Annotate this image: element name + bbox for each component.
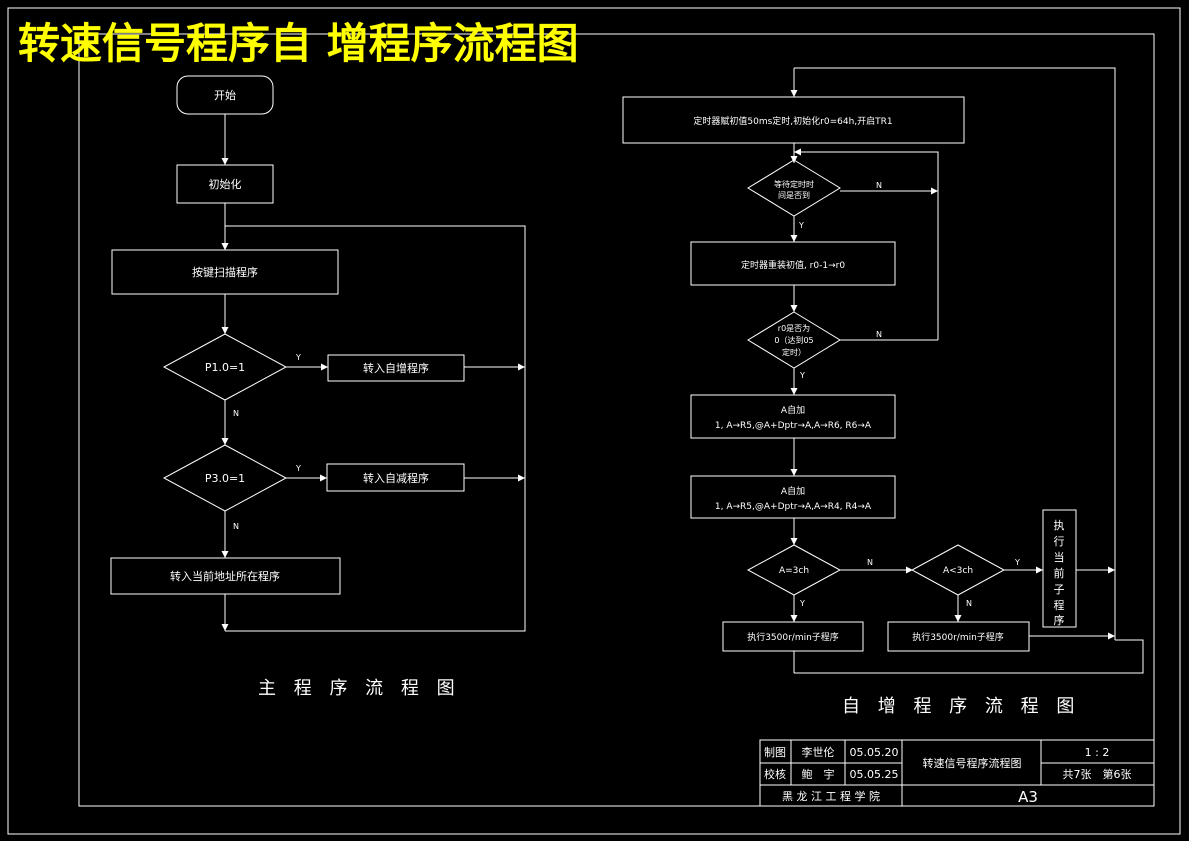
a-inc1-box — [690, 394, 896, 439]
r0-label-2: 0（达到05 — [774, 335, 813, 345]
reload-box — [690, 241, 896, 286]
go-inc-box — [327, 354, 465, 382]
cmp-lt-yes-flag: Y — [1014, 558, 1020, 567]
exec-current-char-2: 行 — [1054, 535, 1065, 548]
outer-loop-line — [794, 67, 1116, 640]
tb-drawn-label: 制图 — [764, 746, 786, 759]
cond1-yes-flag: Y — [295, 353, 301, 362]
start-label: 开始 — [214, 88, 236, 102]
tb-drawn-date: 05.05.20 — [850, 746, 899, 759]
inner-frame — [78, 33, 1155, 807]
tb-check-name: 鲍 宇 — [802, 767, 835, 781]
a-inc1-label-2: 1, A→R5,@A+Dptr→A,A→R6, R6→A — [715, 421, 872, 431]
exec-current-box — [1042, 509, 1077, 628]
tb-school: 黑 龙 江 工 程 学 院 — [782, 789, 880, 803]
a-inc2-box — [690, 475, 896, 519]
cond2-no-flag: N — [233, 522, 239, 531]
exec1-label: 执行3500r/min子程序 — [747, 631, 839, 643]
cond1-no-flag: N — [233, 409, 239, 418]
wait-no-flag: N — [876, 181, 882, 190]
cmp-lt-no-flag: N — [966, 599, 972, 608]
go-inc-label: 转入自增程序 — [363, 361, 429, 375]
outer-frame — [7, 7, 1181, 835]
cmp-eq-no-flag: N — [867, 558, 873, 567]
loop-back-line — [225, 225, 526, 632]
increment-flowchart: 定时器赋初值50ms定时,初始化r0=64h,开启TR1 等待定时时 间是否到 … — [622, 67, 1144, 717]
exec2-label: 执行3500r/min子程序 — [912, 631, 1004, 643]
a-inc1-label-1: A自加 — [781, 404, 805, 416]
tb-size: A3 — [1018, 788, 1038, 806]
exec-current-char-1: 执 — [1054, 518, 1065, 532]
main-flowchart: 开始 初始化 按键扫描程序 P1.0=1 Y 转入自增程序 N P3.0=1 Y… — [110, 75, 526, 699]
cmp-eq-yes-flag: Y — [799, 599, 805, 608]
exec-current-char-3: 当 — [1054, 550, 1065, 564]
scan-label: 按键扫描程序 — [192, 265, 258, 279]
tb-drawn-name: 李世伦 — [802, 745, 835, 759]
bottom-return-line — [794, 639, 1144, 674]
init-label: 初始化 — [209, 177, 242, 191]
r0-label-1: r0是否为 — [778, 323, 810, 333]
reload-label: 定时器重装初值, r0-1→r0 — [741, 259, 845, 271]
inc-caption: 自 增 程 序 流 程 图 — [842, 696, 1080, 717]
cmp-eq-label: A=3ch — [779, 566, 809, 576]
r0-label-3: 定时） — [782, 347, 806, 357]
cond2-yes-flag: Y — [295, 464, 301, 473]
tb-scale: 1 : 2 — [1085, 746, 1110, 759]
tb-drawing-name: 转速信号程序流程图 — [923, 756, 1022, 770]
a-inc2-label-1: A自加 — [781, 485, 805, 497]
exec-current-char-4: 前 — [1054, 566, 1065, 580]
cond2-label: P3.0=1 — [205, 472, 245, 485]
cond1-label: P1.0=1 — [205, 361, 245, 374]
page-title: 转速信号程序自 增程序流程图 — [18, 19, 579, 68]
r0-yes-flag: Y — [799, 371, 805, 380]
tb-sheets: 共7张 第6张 — [1063, 767, 1132, 781]
exec-current-char-5: 子 — [1054, 583, 1065, 596]
title-block-frame — [759, 739, 1155, 807]
main-caption: 主 程 序 流 程 图 — [258, 678, 461, 699]
tb-check-label: 校核 — [764, 767, 786, 781]
title-block: 制图 李世伦 05.05.20 校核 鲍 宇 05.05.25 转速信号程序流程… — [759, 739, 1155, 807]
wait-yes-flag: Y — [798, 221, 804, 230]
exec-current-char-7: 序 — [1054, 613, 1065, 627]
r0-no-flag: N — [876, 330, 882, 339]
cmp-lt-label: A<3ch — [943, 566, 973, 576]
wait-label-1: 等待定时时 — [774, 179, 814, 189]
wait-label-2: 间是否到 — [778, 191, 810, 200]
exec-current-char-6: 程 — [1054, 599, 1065, 612]
go-dec-label: 转入自减程序 — [363, 471, 429, 485]
a-inc2-label-2: 1, A→R5,@A+Dptr→A,A→R4, R4→A — [715, 502, 872, 512]
wait-loop-line — [794, 151, 939, 340]
exec1-box — [722, 621, 864, 652]
tb-check-date: 05.05.25 — [850, 768, 899, 781]
timer-init-label: 定时器赋初值50ms定时,初始化r0=64h,开启TR1 — [693, 115, 892, 127]
go-current-label: 转入当前地址所在程序 — [170, 569, 280, 583]
